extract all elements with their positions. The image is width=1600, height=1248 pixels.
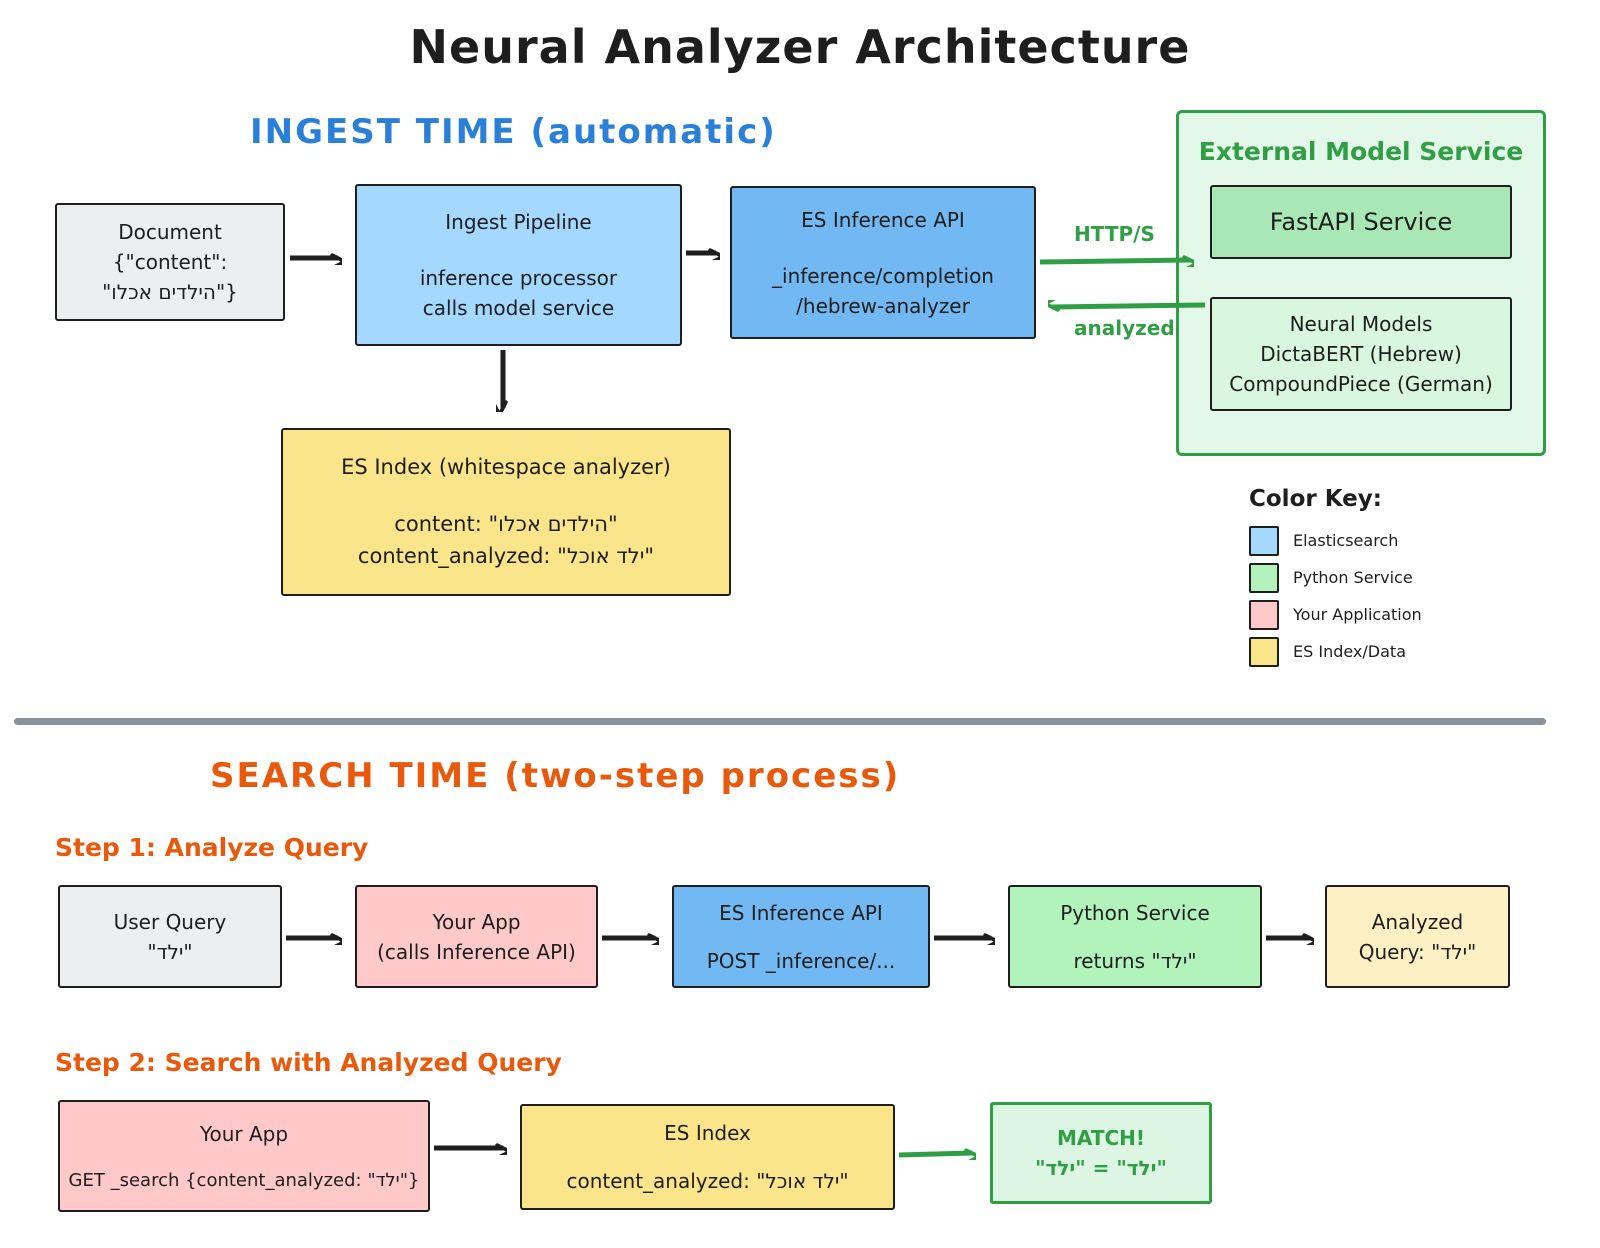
your-application-swatch [1249,599,1279,630]
color-key-item: Your Application [1249,596,1422,633]
ingest-pipeline-line: calls model service [422,296,615,320]
http-arrow-label: HTTP/S [1074,222,1155,246]
document-box: Document {"content": "הילדים אכלו"} [55,203,285,321]
neural-models-box: Neural Models DictaBERT (Hebrew) Compoun… [1210,297,1512,411]
arrow-inference-api-to-fastapi [1039,260,1190,262]
section-divider [14,718,1546,725]
your-app-line: Your App [199,1121,289,1146]
arrow-esindex-to-match [898,1153,972,1155]
es-index-step2-box: ES Index content_analyzed: "ילד אוכל" [520,1104,895,1210]
your-app-line: (calls Inference API) [377,939,576,964]
analyzed-arrow-label: analyzed [1074,316,1175,340]
step2-heading: Step 2: Search with Analyzed Query [55,1048,562,1077]
color-key-item: Python Service [1249,559,1422,596]
step1-heading: Step 1: Analyze Query [55,833,369,862]
your-app-line: Your App [432,909,521,934]
ingest-pipeline-line: inference processor [419,266,618,290]
search-section-heading: SEARCH TIME (two-step process) [210,756,901,796]
analyzed-query-box: Analyzed Query: "ילד" [1325,885,1510,988]
user-query-line: "ילד" [147,939,193,964]
es-index-line: content_analyzed: "ילד אוכל" [566,1169,849,1193]
ingest-section-heading: INGEST TIME (automatic) [250,112,777,152]
ingest-pipeline-box: Ingest Pipeline inference processor call… [355,184,682,346]
es-index-line: ES Index [664,1121,751,1145]
match-line: MATCH! [1056,1126,1145,1150]
color-key-title: Color Key: [1249,486,1382,512]
neural-models-line: CompoundPiece (German) [1229,372,1493,396]
neural-models-line: DictaBERT (Hebrew) [1260,342,1462,366]
document-line: "הילדים אכלו"} [102,280,238,304]
match-box: MATCH! "ילד" = "ילד" [990,1102,1212,1204]
user-query-line: User Query [113,909,227,934]
es-inference-api-box: ES Inference API _inference/completion /… [730,186,1036,339]
document-line: {"content": [112,250,228,274]
es-index-box: ES Index (whitespace analyzer) content: … [281,428,731,596]
document-line: Document [118,220,222,244]
es-index-title: ES Index (whitespace analyzer) [341,454,671,479]
your-app-step2-box: Your App GET _search {content_analyzed: … [58,1100,430,1212]
es-inference-api-line: ES Inference API [719,900,883,925]
es-inference-api-line: /hebrew-analyzer [796,293,970,318]
page-title: Neural Analyzer Architecture [409,20,1191,74]
elasticsearch-swatch [1249,525,1279,556]
neural-models-line: Neural Models [1289,312,1433,336]
python-service-box: Python Service returns "ילד" [1008,885,1262,988]
your-app-query-line: GET _search {content_analyzed: "ילד"} [68,1169,420,1191]
color-key-item: ES Index/Data [1249,633,1422,670]
your-app-step1-box: Your App (calls Inference API) [355,885,598,988]
color-key-item: Elasticsearch [1249,522,1422,559]
analyzed-query-line: Query: "ילד" [1358,939,1477,964]
ingest-pipeline-title: Ingest Pipeline [445,210,592,234]
python-service-line: returns "ילד" [1073,948,1197,973]
es-inference-api-line: POST _inference/... [706,948,896,973]
external-model-service-title: External Model Service [1198,137,1524,166]
es-inference-api-step1-box: ES Inference API POST _inference/... [672,885,930,988]
fastapi-service-label: FastAPI Service [1269,208,1453,236]
user-query-box: User Query "ילד" [58,885,282,988]
python-service-line: Python Service [1060,900,1210,925]
match-line: "ילד" = "ילד" [1035,1156,1167,1180]
python-service-swatch [1249,562,1279,593]
color-key-label: Your Application [1293,605,1422,624]
color-key-label: Elasticsearch [1293,531,1399,550]
color-key: Color Key: Elasticsearch Python Service … [1249,486,1422,670]
es-index-content-line: content: "הילדים אכלו" [394,512,618,537]
es-inference-api-line: _inference/completion [772,263,994,288]
fastapi-service-box: FastAPI Service [1210,185,1512,259]
color-key-label: Python Service [1293,568,1413,587]
es-inference-api-title: ES Inference API [801,207,965,232]
es-index-data-swatch [1249,636,1279,667]
es-index-analyzed-line: content_analyzed: "ילד אוכל" [357,543,655,568]
color-key-label: ES Index/Data [1293,642,1406,661]
analyzed-query-line: Analyzed [1371,909,1464,934]
